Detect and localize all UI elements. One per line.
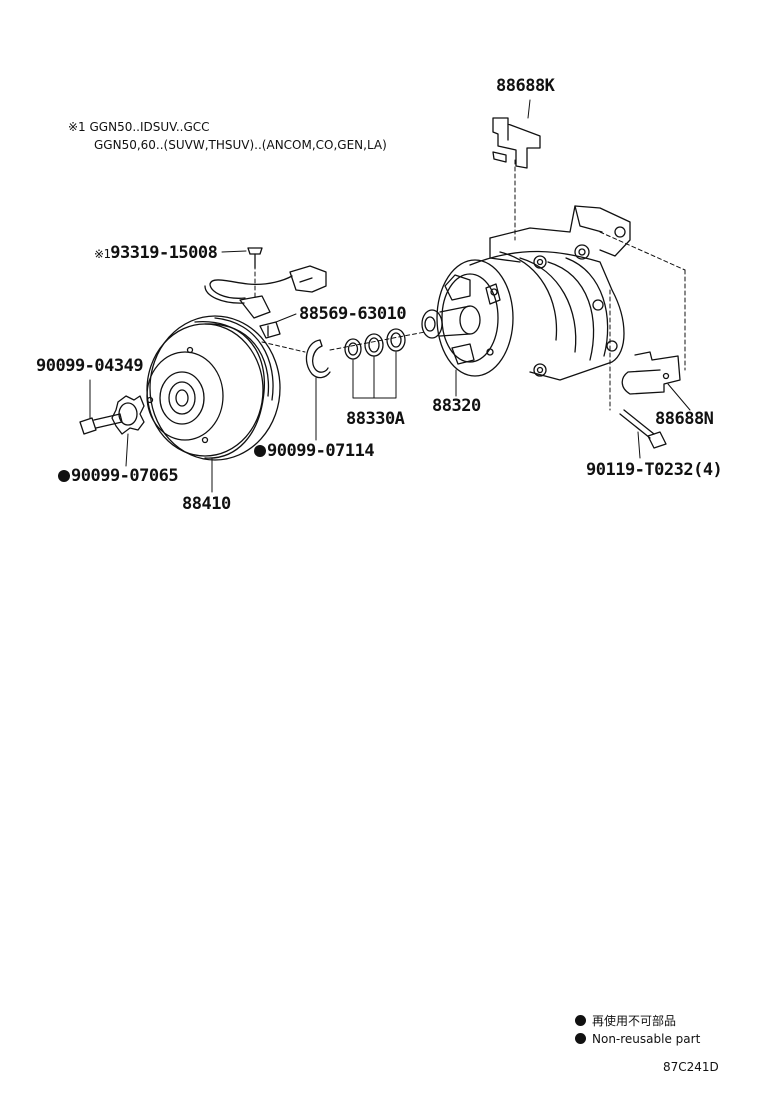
legend-en-text: Non-reusable part	[592, 1032, 701, 1046]
part-label-90099-07114: 90099-07114	[254, 441, 375, 461]
bolt-90119-t0232	[619, 409, 667, 449]
non-reusable-dot-icon	[58, 470, 70, 482]
part-label-90099-04349: 90099-04349	[36, 356, 144, 376]
applicability-note-2: GGN50,60..(SUVW,THSUV)..(ANCOM,CO,GEN,LA…	[94, 138, 387, 152]
leader-lines	[89, 99, 691, 493]
part-label-88688n: 88688N	[655, 409, 714, 429]
bracket-88688n	[621, 351, 681, 395]
part-number-90099-07114: 90099-07114	[267, 441, 375, 461]
bolt-90099-04349	[79, 413, 123, 435]
part-label-90119-t0232: 90119-T0232(4)	[586, 460, 723, 480]
applicability-note-1: ※1 GGN50..IDSUV..GCC	[68, 120, 210, 134]
non-reusable-dot-icon	[254, 445, 266, 457]
part-label-93319-15008: ※193319-15008	[94, 243, 218, 263]
part-label-90099-07065: 90099-07065	[58, 466, 179, 486]
legend-japanese: 再使用不可部品	[575, 1012, 676, 1029]
compressor-88320	[421, 205, 631, 381]
legend-jp-text: 再使用不可部品	[592, 1014, 677, 1028]
part-number-93319: 93319-15008	[110, 243, 218, 263]
part-label-88569-63010: 88569-63010	[299, 304, 407, 324]
clutch-pulley-88410	[146, 315, 281, 461]
wire-harness-88569	[204, 265, 327, 339]
non-reusable-dot-icon	[575, 1015, 586, 1026]
diagram-code: 87C241D	[663, 1060, 719, 1074]
legend-english: Non-reusable part	[575, 1032, 700, 1046]
snap-ring-90099-07114	[305, 339, 331, 379]
non-reusable-dot-icon	[575, 1033, 586, 1044]
part-label-88410: 88410	[182, 494, 231, 514]
part-label-88688k: 88688K	[496, 76, 555, 96]
part-label-88330a: 88330A	[346, 409, 405, 429]
applicability-mark: ※1	[94, 247, 111, 261]
bracket-88688k	[492, 117, 541, 169]
part-number-90099-07065: 90099-07065	[71, 466, 179, 486]
shim-washer-90099-07065	[111, 395, 145, 435]
screw-93319-15008	[247, 247, 263, 269]
part-label-88320: 88320	[432, 396, 481, 416]
